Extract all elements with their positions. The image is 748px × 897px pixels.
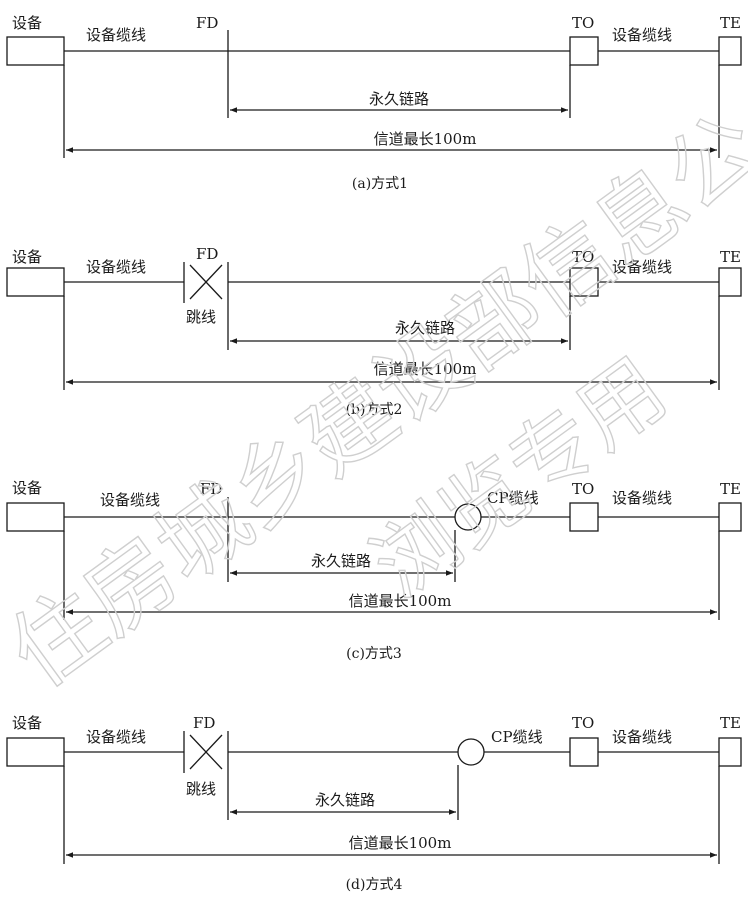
to-label: TO	[572, 14, 594, 32]
te-label: TE	[720, 714, 741, 732]
cp-cable-label: CP缆线	[491, 728, 543, 746]
te-label: TE	[720, 248, 741, 266]
cable-right-label: 设备缆线	[612, 489, 672, 507]
te-box	[718, 36, 742, 66]
cross-connect-mark	[189, 264, 223, 300]
to-label: TO	[572, 714, 594, 732]
fd-label: FD	[196, 14, 218, 32]
te-box	[718, 502, 742, 532]
panel-d	[6, 731, 742, 864]
device-box	[6, 502, 65, 532]
to-outlet-box	[569, 737, 599, 767]
panel-b	[6, 262, 742, 390]
panel-c	[6, 497, 742, 620]
jumper-label: 跳线	[186, 780, 216, 798]
to-outlet-box	[569, 502, 599, 532]
cp-cable-label: CP缆线	[487, 489, 539, 507]
fd-label: FD	[196, 245, 218, 263]
cp-consolidation-point	[457, 738, 485, 766]
device-box	[6, 267, 65, 297]
panel-b-labels: 设备 设备缆线 FD 跳线 TO 设备缆线 TE 永久链路 信道最长100m (…	[12, 245, 741, 418]
permanent-link-label: 永久链路	[315, 791, 375, 809]
panel-a	[6, 30, 742, 158]
permanent-link-label: 永久链路	[395, 319, 455, 337]
te-box	[718, 267, 742, 297]
panel-caption: (b)方式2	[346, 402, 403, 418]
cable-left-label: 设备缆线	[86, 258, 146, 276]
device-label: 设备	[12, 479, 42, 497]
cross-connect-mark	[189, 734, 223, 770]
panel-caption: (a)方式1	[352, 176, 408, 192]
device-label: 设备	[12, 248, 42, 266]
channel-label: 信道最长100m	[374, 360, 477, 378]
cable-right-label: 设备缆线	[612, 258, 672, 276]
panel-caption: (c)方式3	[346, 646, 402, 662]
panel-d-labels: 设备 设备缆线 FD 跳线 CP缆线 TO 设备缆线 TE 永久链路 信道最长1…	[12, 714, 741, 893]
channel-label: 信道最长100m	[374, 130, 477, 148]
panel-c-labels: 设备 设备缆线 FD CP缆线 TO 设备缆线 TE 永久链路 信道最长100m…	[12, 479, 741, 662]
te-box	[718, 737, 742, 767]
panel-caption: (d)方式4	[346, 877, 403, 893]
te-label: TE	[720, 14, 741, 32]
cable-left-label: 设备缆线	[86, 728, 146, 746]
cable-right-label: 设备缆线	[612, 728, 672, 746]
to-label: TO	[572, 248, 594, 266]
device-label: 设备	[12, 714, 42, 732]
cable-left-label: 设备缆线	[100, 491, 160, 509]
to-label: TO	[572, 480, 594, 498]
permanent-link-label: 永久链路	[369, 90, 429, 108]
device-box	[6, 737, 65, 767]
channel-label: 信道最长100m	[349, 834, 452, 852]
device-label: 设备	[12, 14, 42, 32]
permanent-link-label: 永久链路	[311, 552, 371, 570]
channel-label: 信道最长100m	[349, 592, 452, 610]
to-outlet-box	[569, 36, 599, 66]
fd-label: FD	[200, 480, 222, 498]
cable-left-label: 设备缆线	[86, 26, 146, 44]
device-box	[6, 36, 65, 66]
panel-a-labels: 设备 设备缆线 FD TO 设备缆线 TE 永久链路 信道最长100m (a)方…	[12, 14, 741, 192]
te-label: TE	[720, 480, 741, 498]
fd-label: FD	[193, 714, 215, 732]
jumper-label: 跳线	[186, 308, 216, 326]
cable-right-label: 设备缆线	[612, 26, 672, 44]
